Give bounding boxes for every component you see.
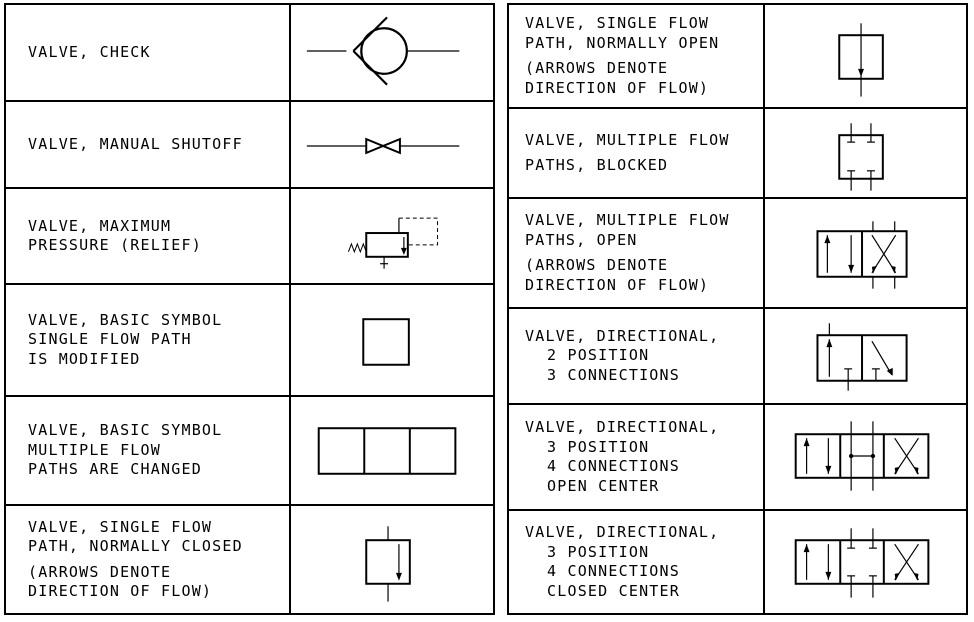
label-line: VALVE, DIRECTIONAL, [525,418,720,436]
label-line: OPEN CENTER [547,476,660,495]
column-divider [763,5,765,613]
label-line: CLOSED CENTER [547,581,680,600]
label-line: (ARROWS DENOTE [525,256,669,274]
label-line: (ARROWS DENOTE [525,59,669,77]
row-label: VALVE, MANUAL SHUTOFF [28,102,243,187]
blocked-paths-valve-icon [765,109,966,197]
label-line: VALVE, CHECK [28,42,151,61]
row-label: VALVE, DIRECTIONAL, 2 POSITION 3 CONNECT… [525,309,719,403]
table-row-open-paths: VALVE, MULTIPLE FLOW PATHS, OPEN (ARROWS… [509,199,966,309]
row-label: VALVE, SINGLE FLOW PATH, NORMALLY CLOSED… [28,506,243,613]
label-line: 3 CONNECTIONS [547,365,680,384]
directional-3pos-open-center-valve-icon [765,405,966,509]
label-line: PATH, NORMALLY CLOSED [28,537,243,555]
label-line: VALVE, MAXIMUM [28,216,172,235]
column-divider [289,5,291,613]
left-symbol-table: VALVE, CHECK VALVE, MANUAL SHUTOFF [4,3,495,615]
triple-envelope-icon [291,397,493,504]
single-envelope-icon [291,285,493,395]
directional-2pos-3conn-valve-icon [765,309,966,403]
label-line: 4 CONNECTIONS [547,457,680,475]
label-line: MULTIPLE FLOW [28,440,161,459]
label-line: 4 CONNECTIONS [547,562,680,580]
row-label: VALVE, BASIC SYMBOL SINGLE FLOW PATH IS … [28,285,222,395]
table-row-relief-valve: VALVE, MAXIMUM PRESSURE (RELIEF) [6,189,493,285]
table-row-normally-open: VALVE, SINGLE FLOW PATH, NORMALLY OPEN (… [509,5,966,109]
right-symbol-table: VALVE, SINGLE FLOW PATH, NORMALLY OPEN (… [507,3,968,615]
label-line: 3 POSITION [547,437,650,456]
label-line: DIRECTION OF FLOW) [525,275,710,294]
label-line: PRESSURE (RELIEF) [28,236,202,254]
label-line: PATHS ARE CHANGED [28,460,202,479]
manual-shutoff-valve-icon [291,102,493,187]
table-row-directional-closed-center: VALVE, DIRECTIONAL, 3 POSITION 4 CONNECT… [509,511,966,613]
label-line: (ARROWS DENOTE [28,562,172,581]
label-line: 2 POSITION [547,346,650,365]
label-line: PATHS, BLOCKED [525,156,669,174]
label-line: VALVE, MANUAL SHUTOFF [28,134,243,153]
row-label: VALVE, MAXIMUM PRESSURE (RELIEF) [28,189,202,283]
label-line: VALVE, BASIC SYMBOL [28,310,223,329]
row-label: VALVE, MULTIPLE FLOW PATHS, BLOCKED [525,109,730,197]
label-line: PATH, NORMALLY OPEN [525,33,720,52]
normally-closed-valve-icon [291,506,493,613]
open-paths-valve-icon [765,199,966,307]
table-row-blocked-paths: VALVE, MULTIPLE FLOW PATHS, BLOCKED [509,109,966,199]
row-label: VALVE, DIRECTIONAL, 3 POSITION 4 CONNECT… [525,405,719,509]
normally-open-valve-icon [765,5,966,107]
table-row-directional-open-center: VALVE, DIRECTIONAL, 3 POSITION 4 CONNECT… [509,405,966,511]
label-line: VALVE, DIRECTIONAL, [525,326,720,345]
label-line: VALVE, BASIC SYMBOL [28,421,223,440]
directional-3pos-closed-center-valve-icon [765,511,966,613]
relief-valve-icon [291,189,493,283]
table-row-check-valve: VALVE, CHECK [6,5,493,102]
check-valve-icon [291,5,493,100]
label-line: DIRECTION OF FLOW) [525,78,710,97]
row-label: VALVE, BASIC SYMBOL MULTIPLE FLOW PATHS … [28,397,222,504]
label-line: VALVE, SINGLE FLOW [525,14,710,32]
label-line: DIRECTION OF FLOW) [28,582,213,600]
label-line: VALVE, SINGLE FLOW [28,517,213,536]
row-label: VALVE, SINGLE FLOW PATH, NORMALLY OPEN (… [525,5,719,107]
label-line: SINGLE FLOW PATH [28,330,192,349]
row-label: VALVE, MULTIPLE FLOW PATHS, OPEN (ARROWS… [525,199,730,307]
label-line: 3 POSITION [547,542,650,561]
table-row-directional-2pos: VALVE, DIRECTIONAL, 2 POSITION 3 CONNECT… [509,309,966,405]
label-line: IS MODIFIED [28,349,141,368]
label-line: VALVE, MULTIPLE FLOW [525,211,730,229]
label-line: VALVE, MULTIPLE FLOW [525,130,730,149]
table-row-manual-shutoff: VALVE, MANUAL SHUTOFF [6,102,493,189]
table-row-normally-closed: VALVE, SINGLE FLOW PATH, NORMALLY CLOSED… [6,506,493,613]
row-label: VALVE, DIRECTIONAL, 3 POSITION 4 CONNECT… [525,511,719,613]
table-row-triple-envelope: VALVE, BASIC SYMBOL MULTIPLE FLOW PATHS … [6,397,493,506]
row-label: VALVE, CHECK [28,5,151,100]
label-line: PATHS, OPEN [525,230,638,249]
label-line: VALVE, DIRECTIONAL, [525,523,720,541]
table-row-single-envelope: VALVE, BASIC SYMBOL SINGLE FLOW PATH IS … [6,285,493,397]
